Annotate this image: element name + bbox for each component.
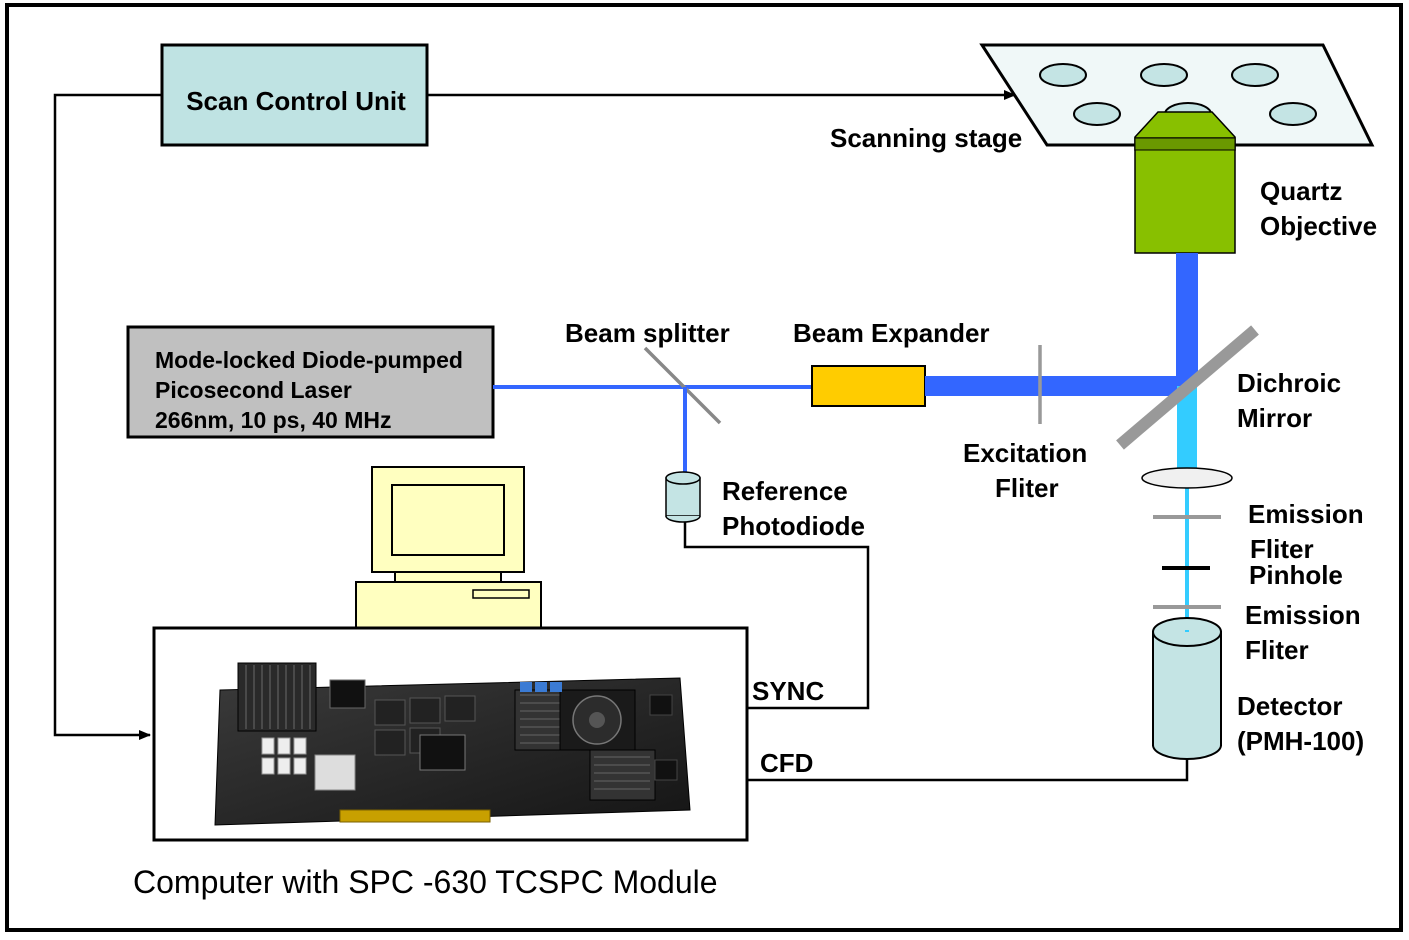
sample-well — [1140, 63, 1188, 87]
photodiode-label: Photodiode — [722, 511, 865, 541]
reference-label: Reference — [722, 476, 848, 506]
outer-frame — [5, 3, 1403, 932]
sync-label: SYNC — [752, 676, 824, 706]
computer-monitor — [355, 466, 542, 629]
dichroic-mirror — [1116, 325, 1259, 450]
emission1-label: Emission — [1248, 499, 1364, 529]
beam-expander — [811, 365, 926, 407]
mirror-label: Mirror — [1237, 403, 1312, 433]
cfd-label: CFD — [760, 748, 813, 778]
beam-splitter-label: Beam splitter — [565, 318, 730, 348]
detector-model-label: (PMH-100) — [1237, 726, 1364, 756]
scan-to-computer-arrow — [53, 93, 162, 740]
pinhole-label: Pinhole — [1249, 560, 1343, 590]
sync-cable — [674, 522, 870, 713]
dichroic-label: Dichroic — [1237, 368, 1341, 398]
excitation-filter-label: Fliter — [995, 473, 1059, 503]
emission2-filter-label: Fliter — [1245, 635, 1309, 665]
emission1-filter-label: Fliter — [1250, 534, 1314, 564]
focusing-lens — [1141, 467, 1233, 489]
sample-well — [1039, 63, 1087, 87]
laser-line2: Picosecond Laser — [155, 377, 352, 403]
objective-label: Objective — [1260, 211, 1377, 241]
quartz-objective — [1134, 111, 1236, 254]
beam-expander-label: Beam Expander — [793, 318, 990, 348]
quartz-label: Quartz — [1260, 176, 1342, 206]
excitation-label: Excitation — [963, 438, 1087, 468]
detector — [1152, 617, 1222, 760]
computer-caption: Computer with SPC -630 TCSPC Module — [133, 864, 718, 900]
cfd-cable — [682, 759, 1189, 785]
emission-beam — [1177, 386, 1197, 471]
laser-line3: 266nm, 10 ps, 40 MHz — [155, 407, 392, 433]
expanded-beam — [925, 376, 1193, 396]
sample-well — [1073, 102, 1121, 126]
reference-photodiode — [665, 471, 701, 523]
laser-line1: Mode-locked Diode-pumped — [155, 347, 463, 373]
detector-label: Detector — [1237, 691, 1342, 721]
scanning-stage-label: Scanning stage — [830, 123, 1022, 153]
excitation-beam-up — [1176, 253, 1198, 386]
sample-well — [1231, 63, 1279, 87]
tcspc-board-image — [214, 662, 691, 826]
beam-splitter — [643, 346, 722, 425]
sample-well — [1269, 102, 1317, 126]
emission2-label: Emission — [1245, 600, 1361, 630]
scan-control-unit-label: Scan Control Unit — [186, 86, 406, 116]
scan-control-unit-box — [160, 43, 429, 147]
laser-box — [126, 325, 495, 439]
